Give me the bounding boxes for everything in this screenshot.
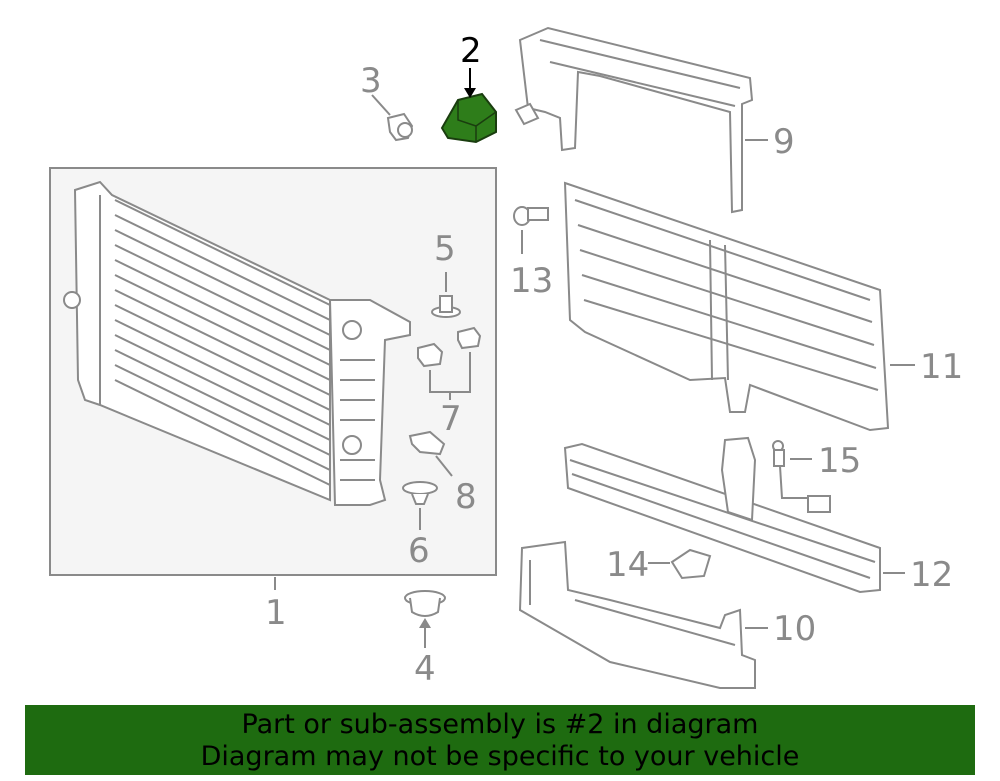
part-9-upper-support[interactable] [514, 26, 754, 214]
callout-5: 5 [434, 229, 456, 269]
part-2-bracket[interactable] [440, 92, 497, 144]
part-6-push-pin[interactable] [402, 481, 438, 505]
callout-6: 6 [408, 531, 430, 571]
callout-7: 7 [440, 399, 462, 439]
part-10-deflector[interactable] [518, 540, 756, 689]
callout-2: 2 [460, 31, 482, 71]
part-5-pin[interactable] [431, 295, 461, 318]
callout-11: 11 [920, 347, 963, 387]
part-14-bracket[interactable] [670, 548, 712, 580]
callout-10: 10 [773, 609, 816, 649]
part-15-sensor[interactable] [772, 440, 831, 513]
callout-12: 12 [910, 555, 953, 595]
callout-13: 13 [510, 261, 553, 301]
part-4-grommet[interactable] [404, 590, 446, 617]
banner-line-2: Diagram may not be specific to your vehi… [200, 741, 800, 772]
callout-14: 14 [606, 545, 649, 585]
part-8-clip[interactable] [408, 430, 446, 456]
callout-3: 3 [360, 61, 382, 101]
part-11-shutter[interactable] [563, 181, 890, 432]
part-7-clips[interactable] [417, 326, 482, 368]
callout-4: 4 [414, 649, 436, 689]
callout-15: 15 [818, 441, 861, 481]
part-13-bolt[interactable] [513, 206, 549, 226]
info-banner: Part or sub-assembly is #2 in diagram Di… [25, 705, 975, 775]
banner-line-1: Part or sub-assembly is #2 in diagram [241, 709, 759, 740]
callout-9: 9 [773, 122, 795, 162]
part-3-bolt[interactable] [386, 112, 414, 142]
callout-8: 8 [455, 477, 477, 517]
callout-1: 1 [265, 593, 287, 633]
part-12-tie-bar[interactable] [563, 436, 881, 594]
radiator-drawing[interactable] [63, 180, 411, 506]
